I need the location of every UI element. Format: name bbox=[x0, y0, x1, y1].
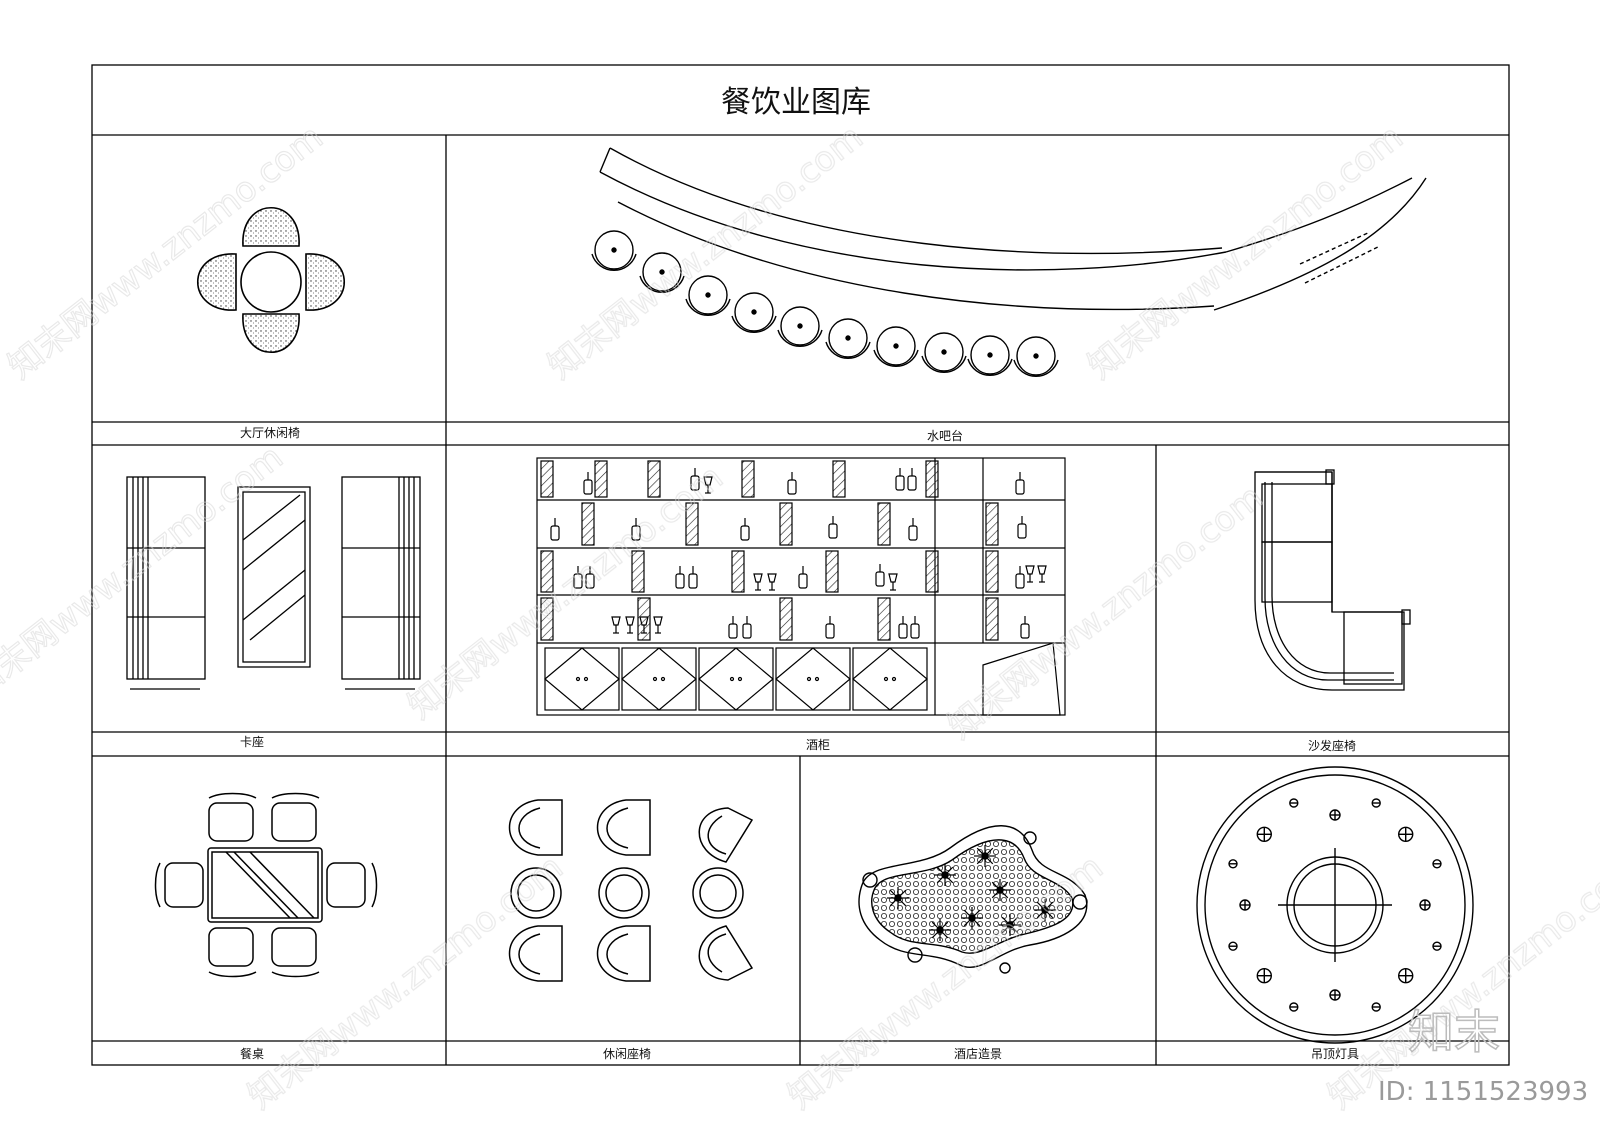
caption-booth: 卡座 bbox=[240, 734, 264, 749]
caption-leisure-chairs: 休闲座椅 bbox=[603, 1046, 651, 1061]
ceiling-lamp-drawing bbox=[1196, 766, 1474, 1044]
sofa-drawing bbox=[1254, 469, 1411, 691]
page-title: 餐饮业图库 bbox=[721, 85, 871, 120]
caption-lobby-chair: 大厅休闲椅 bbox=[240, 426, 300, 440]
caption-sofa: 沙发座椅 bbox=[1308, 738, 1356, 753]
booth-drawing bbox=[126, 476, 421, 690]
watermark-text: 知末网www.znzmo.com bbox=[241, 847, 571, 1117]
water-bar-drawing bbox=[591, 147, 1427, 377]
caption-ceiling-lamp: 吊顶灯具 bbox=[1311, 1047, 1359, 1061]
image-id: ID: 1151523993 bbox=[1378, 1077, 1588, 1107]
caption-dining-table: 餐桌 bbox=[240, 1046, 264, 1061]
brand-watermark: 知末 bbox=[1408, 1005, 1500, 1059]
caption-hotel-landscape: 酒店造景 bbox=[954, 1047, 1002, 1061]
hotel-landscape-drawing bbox=[858, 825, 1088, 974]
dining-table-drawing bbox=[154, 792, 378, 978]
leisure-chairs-drawing bbox=[508, 799, 754, 982]
caption-wine-cabinet: 酒柜 bbox=[806, 738, 830, 752]
caption-water-bar: 水吧台 bbox=[927, 428, 963, 443]
wine-cabinet-drawing bbox=[536, 457, 1066, 716]
watermark-text: 知末网www.znzmo.com bbox=[541, 117, 871, 387]
watermark-text: 知末网www.znzmo.com bbox=[401, 457, 731, 727]
lobby-chair-drawing bbox=[197, 207, 345, 353]
watermark-text: 知末网www.znzmo.com bbox=[1081, 117, 1411, 387]
